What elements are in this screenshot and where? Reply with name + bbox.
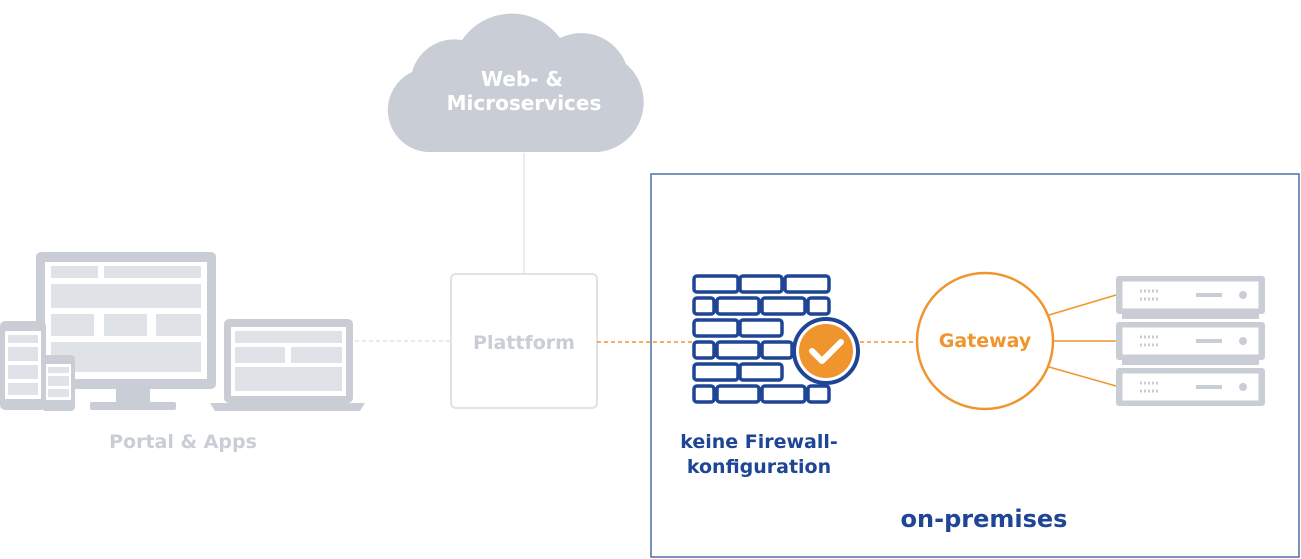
gateway-node: Gateway bbox=[915, 271, 1055, 411]
firewall-wall-icon bbox=[692, 274, 831, 404]
server-rack-icon bbox=[1116, 276, 1265, 406]
platform-node: Plattform bbox=[450, 273, 598, 409]
cloud-label-line2: Microservices bbox=[447, 91, 602, 115]
cloud-icon bbox=[387, 13, 644, 153]
on-premises-frame bbox=[650, 173, 1300, 558]
server-unit bbox=[1116, 276, 1265, 319]
gateway-server-connector bbox=[1048, 366, 1117, 387]
portal-devices-icon bbox=[0, 252, 365, 411]
server-unit bbox=[1116, 368, 1265, 406]
cloud-node: Web- & Microservices bbox=[387, 13, 644, 153]
firewall-label-line1: keine Firewall- bbox=[680, 431, 838, 453]
firewall-label-line2: konfiguration bbox=[687, 456, 831, 478]
gateway-server-connector bbox=[1048, 294, 1117, 316]
portal-label: Portal & Apps bbox=[109, 431, 257, 453]
gateway-label: Gateway bbox=[939, 330, 1032, 352]
check-icon bbox=[792, 317, 860, 385]
cloud-label-line1: Web- & bbox=[481, 67, 563, 91]
server-unit bbox=[1116, 322, 1265, 365]
platform-label: Plattform bbox=[473, 332, 575, 354]
on-premises-label: on-premises bbox=[901, 505, 1068, 533]
